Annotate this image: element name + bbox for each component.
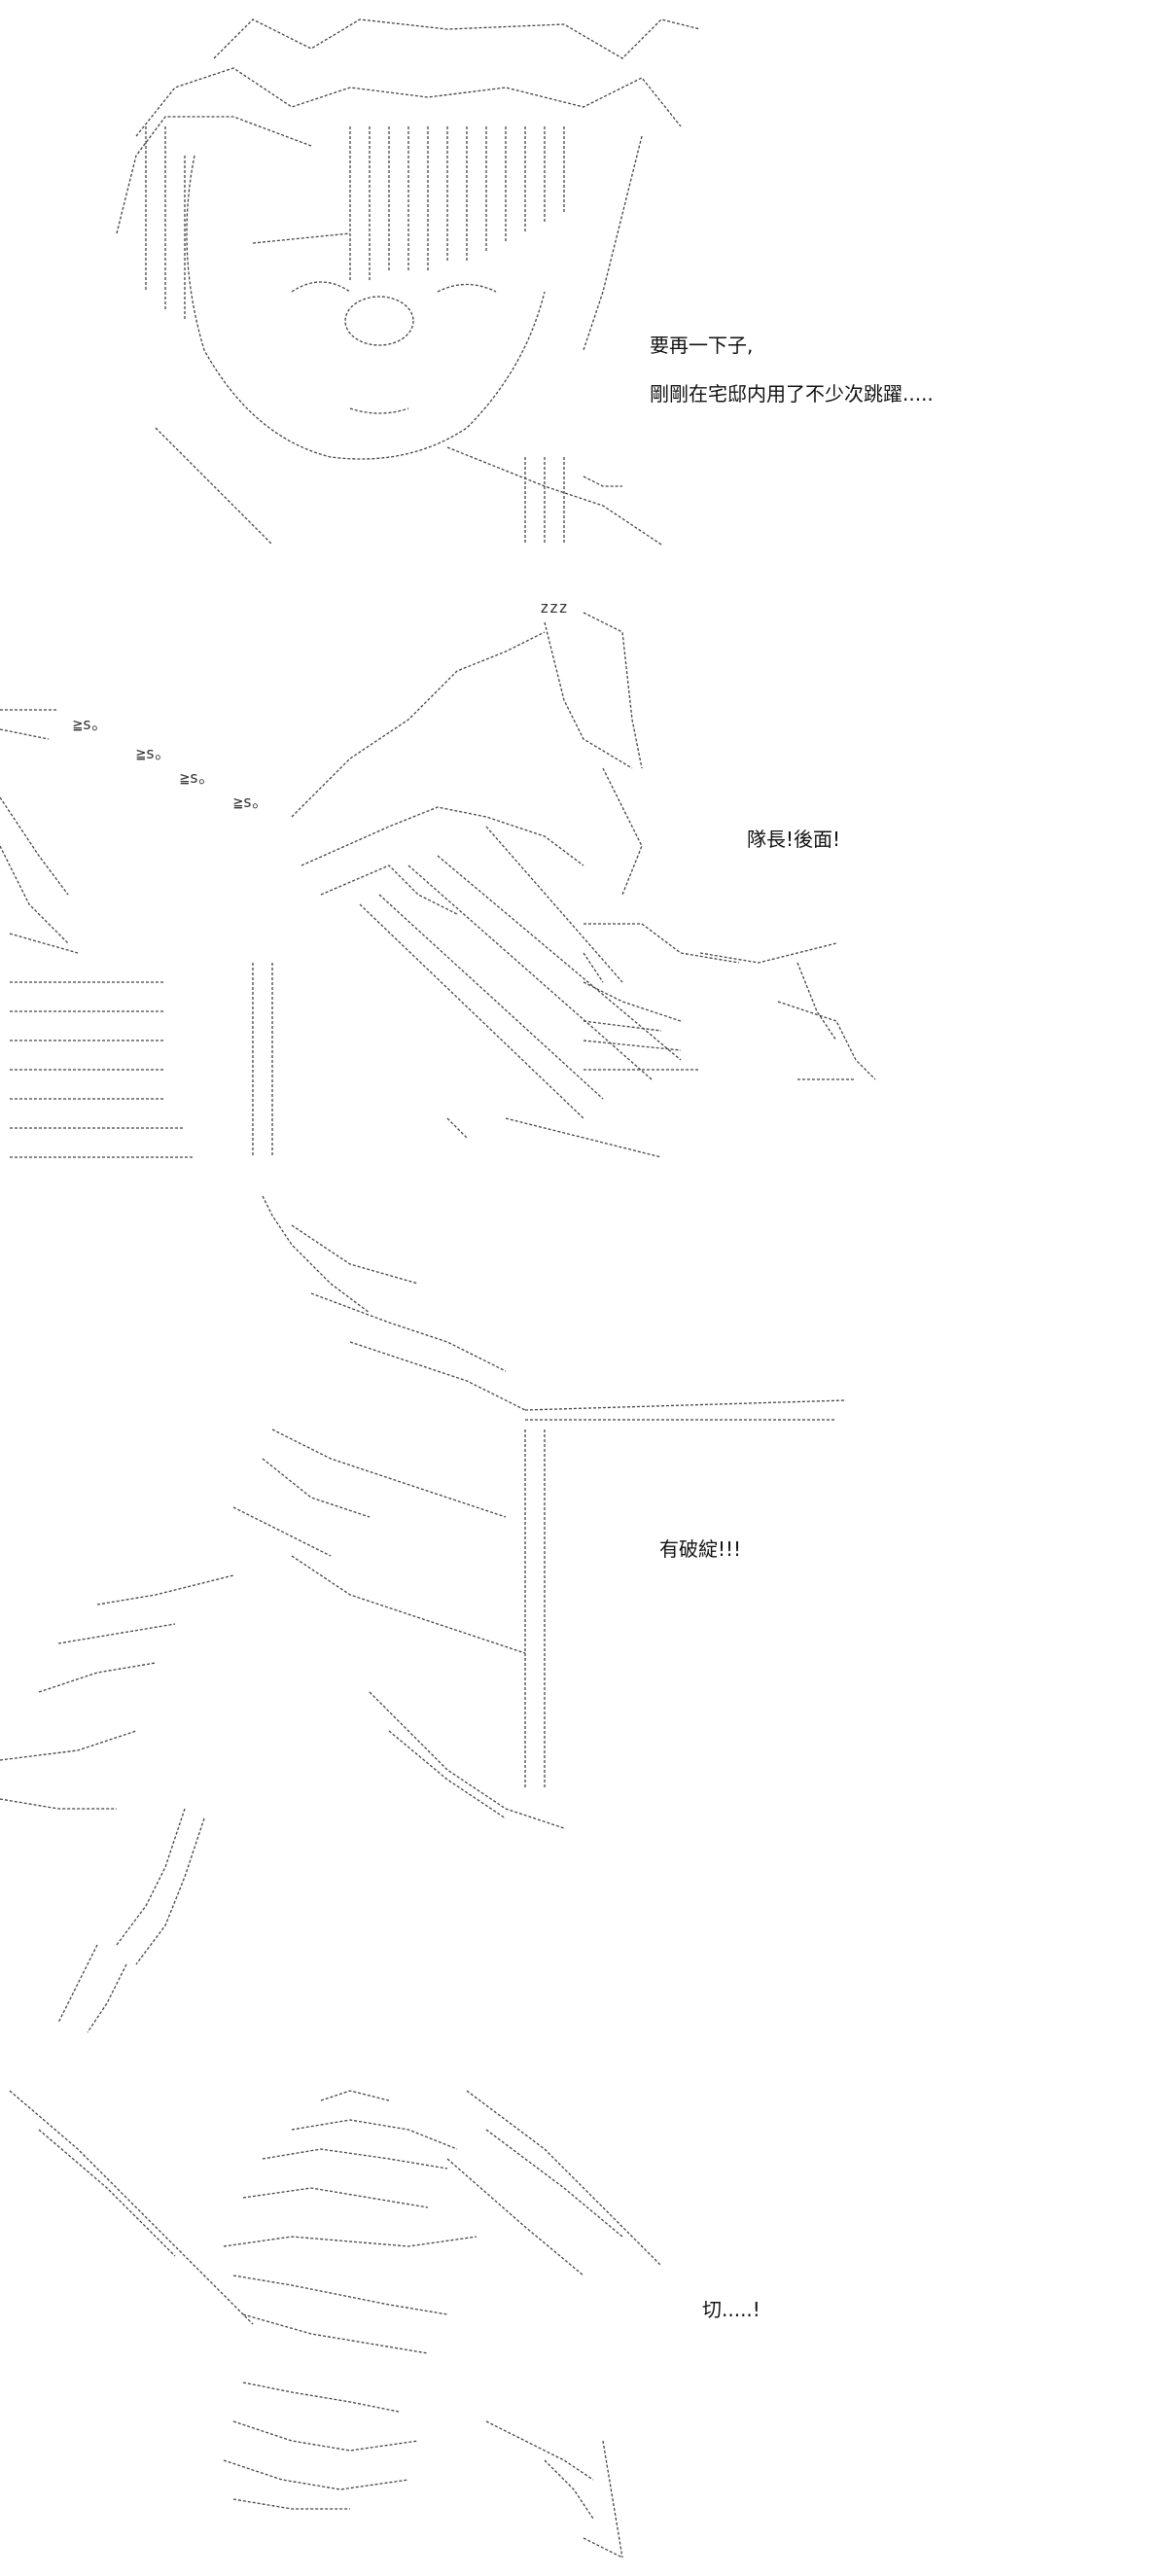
ascii-art-face [116,18,700,546]
caption-2: 隊長!後面! [747,828,841,851]
speed-text-3: ≧s。 [180,768,214,787]
panel-2: zzz ≧s。 ≧s。 ≧s。 ≧s。 [0,574,1167,1177]
zzz-text: zzz [540,598,568,617]
caption-3: 有破綻!!! [659,1537,742,1561]
speed-text-2: ≧s。 [136,744,170,762]
panel-1: 要再一下子, 剛剛在宅邸内用了不少次跳躍..... [0,0,1167,554]
caption-1a: 要再一下子, [650,334,754,357]
caption-4: 切.....! [702,2298,760,2321]
speed-text-1: ≧s。 [73,715,107,733]
panel-3: 有破綻!!! [0,1186,1167,2042]
ascii-art-running-scene: zzz ≧s。 ≧s。 ≧s。 ≧s。 [0,598,876,1158]
ascii-art-slash-scene [9,2090,662,2558]
speed-text-4: ≧s。 [233,793,267,811]
caption-1b: 剛剛在宅邸内用了不少次跳躍..... [650,382,934,406]
ascii-art-attack-scene [0,1195,847,2033]
panel-4: 切.....! [0,2071,1167,2576]
